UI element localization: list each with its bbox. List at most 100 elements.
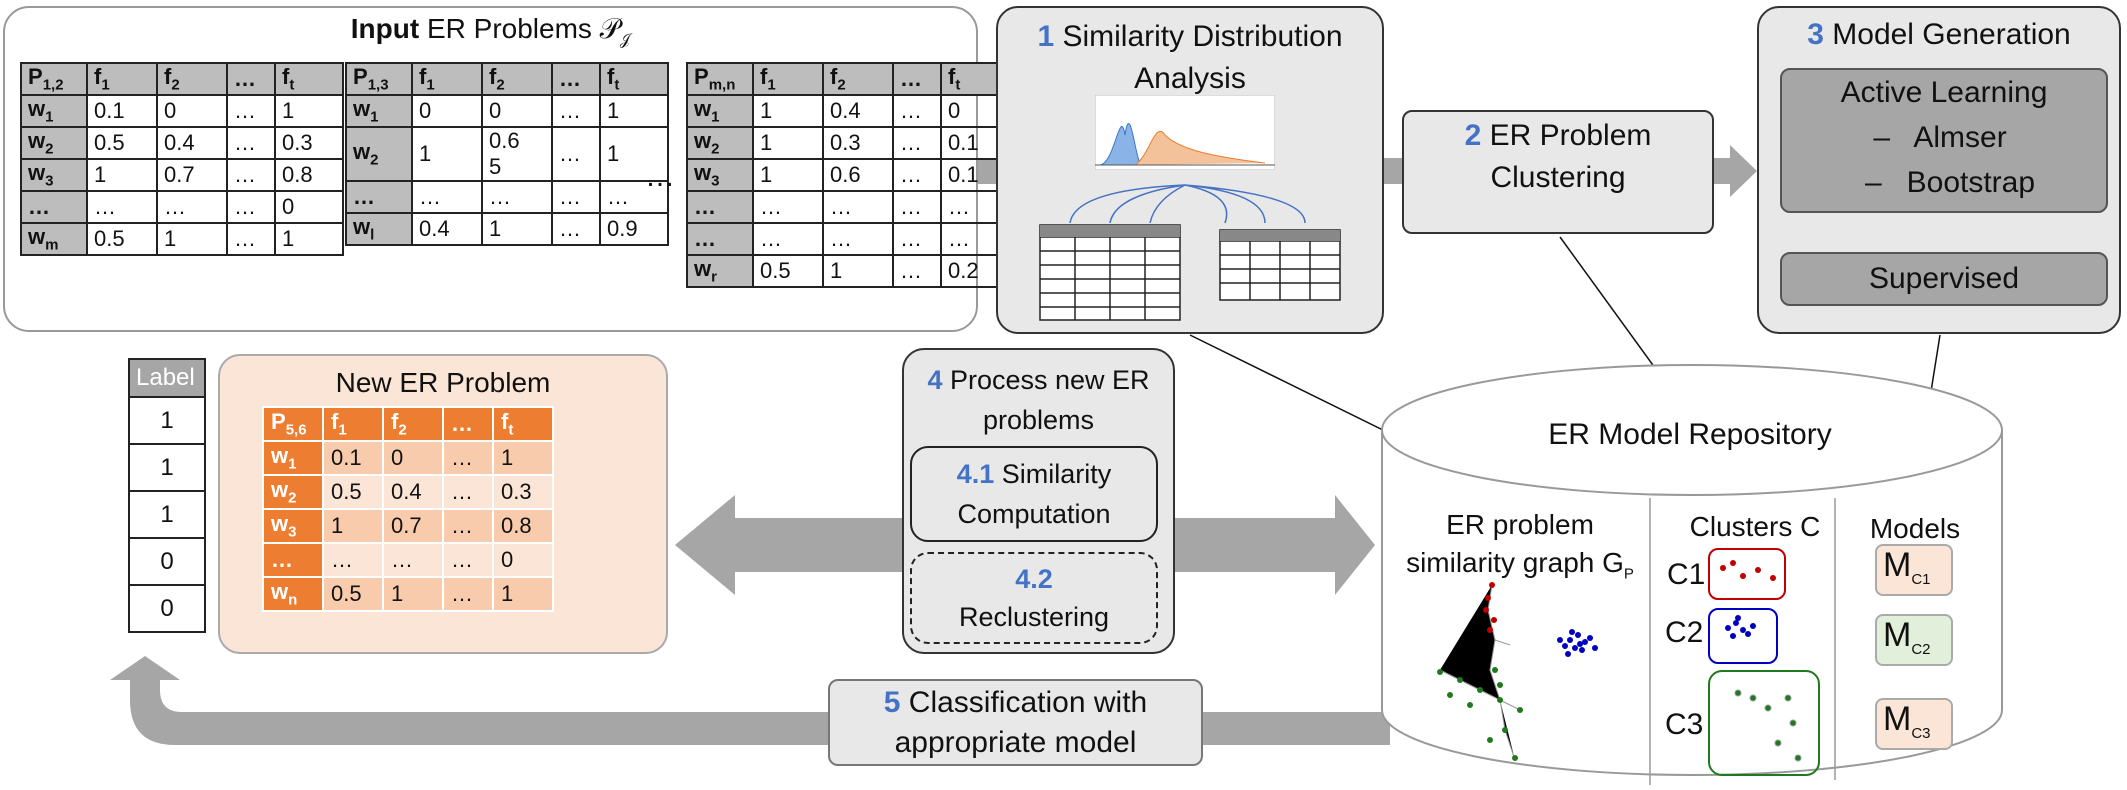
similarity-graph <box>1437 582 1598 761</box>
similarity-tables-icon <box>1039 184 1341 321</box>
header-cell: P1,3 <box>345 62 413 96</box>
cluster-points <box>1720 560 1802 762</box>
table-cell: w2 <box>345 126 413 182</box>
table-cell: 1 <box>156 222 228 256</box>
repository-cylinder <box>1381 364 2003 785</box>
header-cell: f2 <box>382 406 444 442</box>
label-cell: 1 <box>128 396 206 445</box>
new-problem-title: New ER Problem <box>335 367 551 398</box>
table-cell: 1 <box>752 126 824 160</box>
label-cell: 1 <box>128 490 206 539</box>
table-cell: wr <box>686 254 754 288</box>
header-cell: … <box>892 62 942 96</box>
table-cell: w3 <box>686 158 754 192</box>
step4-1-box: 4.1 Similarity Computation <box>910 446 1158 542</box>
header-cell: P1,2 <box>20 62 88 96</box>
table-cell: w2 <box>686 126 754 160</box>
table-row: …………… <box>345 180 669 214</box>
table-cell: 0 <box>411 94 483 128</box>
table-cell: 0.9 <box>599 212 669 246</box>
table-cell: … <box>442 508 494 544</box>
step3-label: 3 Model Generation <box>1807 18 2071 51</box>
table-cell: 1 <box>481 212 553 246</box>
header-cell: f2 <box>156 62 228 96</box>
table-cell: … <box>156 190 228 224</box>
table-cell: 0.5 <box>322 474 384 510</box>
table-cell: … <box>686 222 754 256</box>
tables-ellipsis: … <box>645 160 675 193</box>
table-cell: … <box>442 576 494 612</box>
table-cell: 0.8 <box>274 158 344 192</box>
header-cell: f1 <box>86 62 158 96</box>
active-learning-label: Active Learning <box>1840 76 2048 109</box>
graph-label: ER problem similarity graph GP <box>1406 509 1634 583</box>
table-cell: … <box>599 180 669 214</box>
table-cell: … <box>752 222 824 256</box>
table-cell: … <box>86 190 158 224</box>
table-cell: … <box>892 94 942 128</box>
table-cell: 0.4 <box>822 94 894 128</box>
table-cell: 0.3 <box>822 126 894 160</box>
table-cell: 0.1 <box>322 440 384 476</box>
table-cell: 1 <box>492 440 554 476</box>
table-cell: 0 <box>492 542 554 578</box>
table-cell: … <box>551 180 601 214</box>
label-cell: 0 <box>128 584 206 633</box>
header-cell: f1 <box>322 406 384 442</box>
table-cell: wn <box>262 576 324 612</box>
table-cell: w3 <box>20 158 88 192</box>
step2-label: 2 ER Problem Clustering <box>1464 119 1652 194</box>
table-row: …………… <box>686 222 1010 256</box>
header-cell: P5,6 <box>262 406 324 442</box>
header-cell: f2 <box>822 62 894 96</box>
table-cell: w2 <box>20 126 88 160</box>
table-cell: 1 <box>322 508 384 544</box>
table-cell: … <box>20 190 88 224</box>
table-row: …………0 <box>262 542 554 578</box>
cluster-c2-box <box>1708 608 1778 664</box>
table-cell: 1 <box>599 94 669 128</box>
repository-title: ER Model Repository <box>1548 418 1832 451</box>
table-cell: … <box>892 254 942 288</box>
header-cell: … <box>442 406 494 442</box>
table-cell: 0.7 <box>382 508 444 544</box>
table-cell: 1 <box>822 254 894 288</box>
model-c3: MC3 <box>1875 698 1953 750</box>
table-cell: … <box>411 180 483 214</box>
table-cell: 0.5 <box>322 576 384 612</box>
table-cell: 0.7 <box>156 158 228 192</box>
header-cell: … <box>226 62 276 96</box>
step4-label: 4 Process new ER problems <box>927 365 1150 435</box>
table-cell: … <box>892 190 942 224</box>
cluster-c3-label: C3 <box>1665 708 1704 741</box>
table-cell: … <box>442 542 494 578</box>
active-learning-box <box>1780 68 2108 213</box>
cluster-c1-box <box>1708 548 1786 600</box>
header-cell: f2 <box>481 62 553 96</box>
header-cell: ft <box>492 406 554 442</box>
table-row: …………… <box>686 190 1010 224</box>
table-cell: … <box>892 158 942 192</box>
table-cell: … <box>442 474 494 510</box>
table-cell: 1 <box>752 94 824 128</box>
table-cell: … <box>752 190 824 224</box>
table-cell: 1 <box>86 158 158 192</box>
table-cell: … <box>551 212 601 246</box>
table-cell: 0 <box>382 440 444 476</box>
table-cell: 0.6 <box>822 158 894 192</box>
table-cell: … <box>892 222 942 256</box>
